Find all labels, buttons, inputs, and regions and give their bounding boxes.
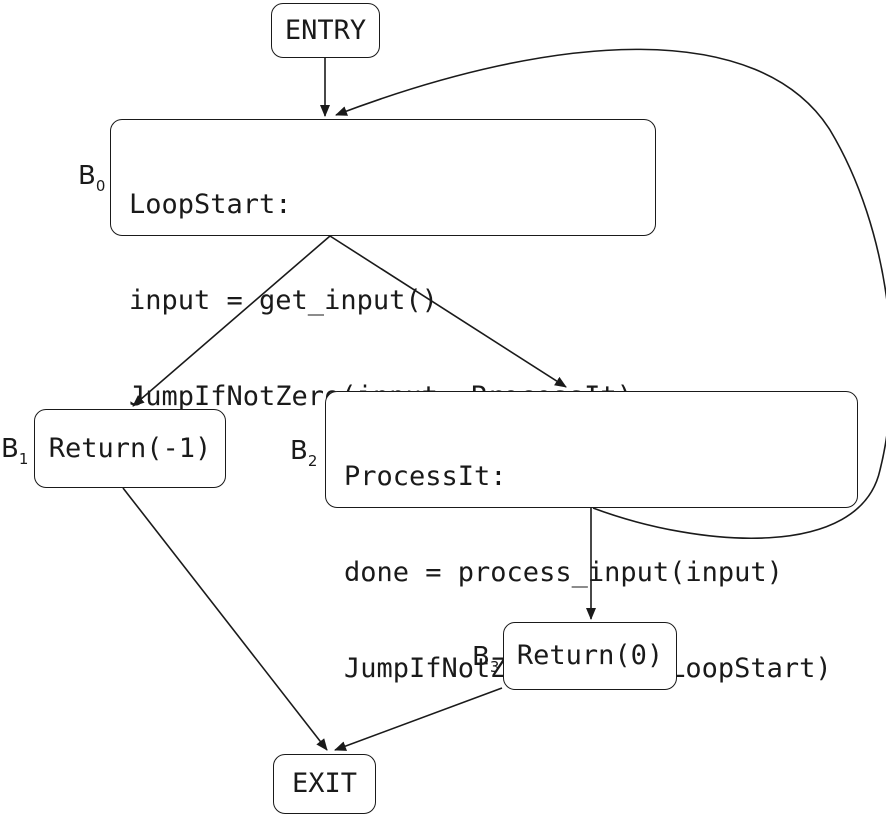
exit-node: EXIT <box>273 754 376 814</box>
edge-b0-b1 <box>132 235 331 407</box>
b0-line-1: LoopStart: <box>129 189 292 220</box>
b3-label: B3 <box>472 642 500 676</box>
b3-text: Return(0) <box>516 640 664 671</box>
b3-node: Return(0) <box>503 622 677 690</box>
entry-text: ENTRY <box>284 14 367 46</box>
b1-label: B1 <box>1 434 29 468</box>
edge-b0-b2 <box>329 235 567 388</box>
edge-b1-exit <box>122 487 328 751</box>
edge-b2-b0-loop <box>335 48 886 540</box>
b0-node: LoopStart: input = get_input() JumpIfNot… <box>110 119 656 412</box>
entry-node: ENTRY <box>271 3 380 58</box>
b2-node: ProcessIt: done = process_input(input) J… <box>325 391 858 684</box>
exit-text: EXIT <box>291 768 358 799</box>
b2-line-2: done = process_input(input) <box>344 557 783 588</box>
edge-b3-exit <box>334 687 503 751</box>
b2-label: B2 <box>290 436 318 470</box>
b2-line-1: ProcessIt: <box>344 461 507 492</box>
b1-text: Return(-1) <box>48 432 212 464</box>
b0-line-2: input = get_input() <box>129 285 438 316</box>
b0-label: B0 <box>78 161 106 195</box>
b1-node: Return(-1) <box>34 409 226 488</box>
